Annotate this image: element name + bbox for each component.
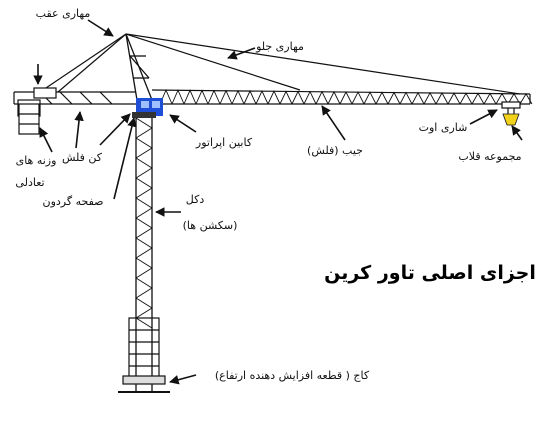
mast: [135, 114, 153, 392]
climbing-cage: [118, 317, 170, 393]
label-rear-pendant: مهاری عقب: [36, 7, 91, 20]
label-counterweights-1: وزنه های: [16, 154, 57, 167]
trolley: [501, 101, 521, 114]
label-counter-jib: کن فلش: [62, 151, 103, 164]
label-hook-block: مجموعه قلاب: [458, 150, 521, 163]
pendant-lines: [39, 33, 521, 95]
counterweights: [18, 103, 40, 135]
leader-arrows: [33, 19, 523, 385]
tower-head: [125, 33, 153, 101]
label-trolley: شاری اوت: [419, 121, 468, 134]
label-operator-cab: کابین اپراتور: [195, 136, 253, 149]
operator-cab: [136, 98, 163, 116]
label-mast-1: دکل: [186, 193, 205, 206]
label-mast-2: (سکشن ها): [183, 219, 238, 232]
slewing-unit: [132, 112, 156, 118]
diagram-title: اجزای اصلی تاور کرین: [324, 262, 536, 284]
label-jib: جیب (فلش): [307, 144, 363, 157]
jib: [151, 88, 533, 105]
label-slewing-unit: صفحه گردون: [43, 195, 104, 208]
hook-block: [502, 113, 520, 126]
label-front-pendant: مهاری جلو: [255, 40, 304, 53]
label-climbing-cage: کاج ( قطعه افزایش دهنده ارتفاع): [215, 369, 370, 382]
label-counterweights-2: تعادلی: [15, 176, 44, 189]
